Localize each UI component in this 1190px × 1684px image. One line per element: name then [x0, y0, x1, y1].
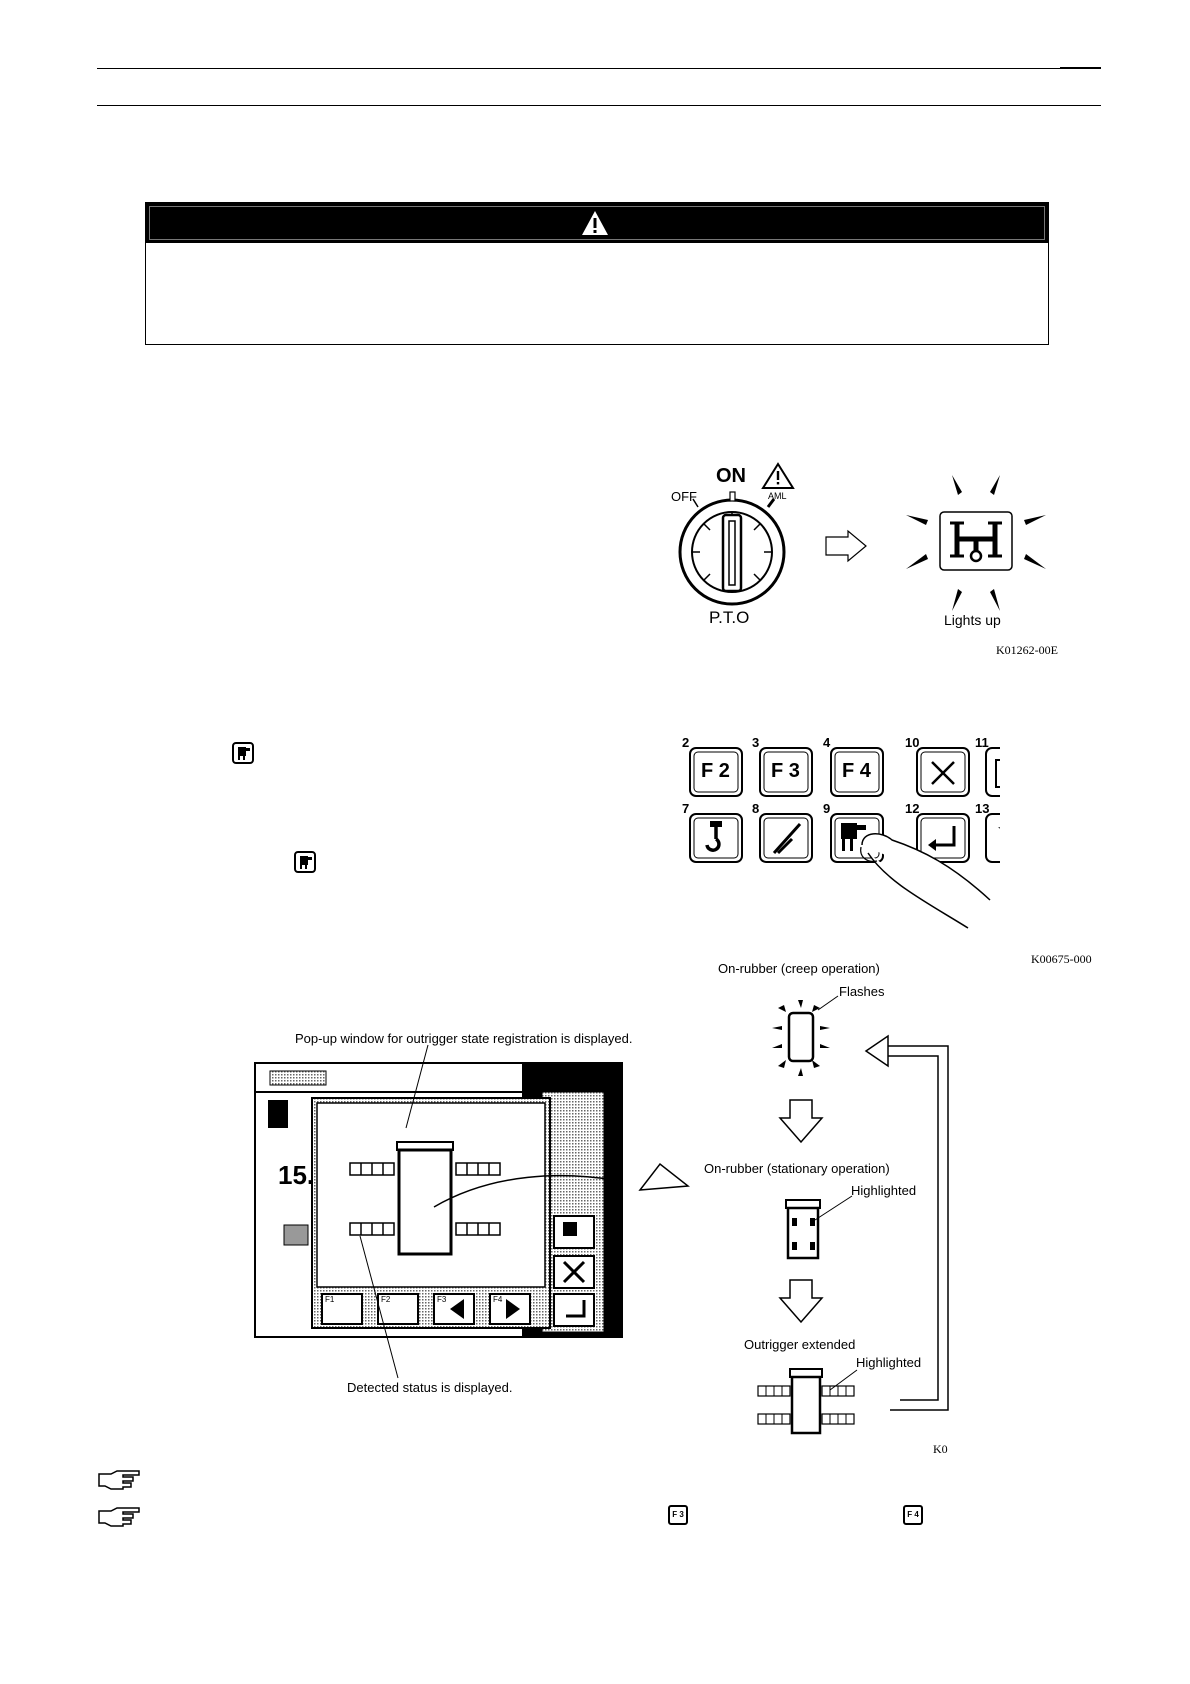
- keypad-figure: F 2 F 3 F 4 2 3 4 10 11 7 8 9 12 13: [680, 735, 1000, 940]
- key-number-10: 10: [905, 735, 920, 750]
- key-f2-label: F 2: [701, 760, 730, 782]
- aml-label: AML: [768, 491, 787, 501]
- fkey-f2: F2: [381, 1295, 391, 1304]
- lights-up-label: Lights up: [944, 612, 1001, 628]
- key-number-13: 13: [975, 801, 990, 816]
- f4-key-label: F 4: [907, 1510, 919, 1519]
- f3-key-label: F 3: [672, 1510, 684, 1519]
- state-extended-title: Outrigger extended: [744, 1337, 856, 1352]
- reference-hand-icon-2: [98, 1507, 140, 1527]
- header-rule-top-thick: [1060, 67, 1101, 69]
- fkey-f1: F1: [325, 1295, 335, 1304]
- key-number-2: 2: [682, 735, 690, 750]
- fkey-f4: F4: [493, 1295, 503, 1304]
- popup-caption: Pop-up window for outrigger state regist…: [295, 1031, 633, 1046]
- figure-code-keypad: K00675-000: [1031, 952, 1092, 966]
- fkey-f3: F3: [437, 1295, 447, 1304]
- outrigger-registration-key-icon-2: [294, 851, 316, 873]
- key-number-4: 4: [823, 735, 831, 750]
- key-number-11: 11: [975, 735, 989, 750]
- key-number-9: 9: [823, 801, 831, 816]
- figure-code-switch: K01262-00E: [996, 643, 1058, 657]
- pto-label: P.T.O: [709, 608, 750, 627]
- key-f3-label: F 3: [771, 760, 800, 782]
- f4-key-icon: F 4: [903, 1505, 923, 1525]
- key-number-3: 3: [752, 735, 760, 750]
- display-screen-illustration: [254, 1062, 623, 1338]
- off-label: OFF: [671, 489, 697, 504]
- state-creep-note: Flashes: [839, 984, 885, 999]
- warning-header-bar: [146, 203, 1048, 243]
- key-number-12: 12: [905, 801, 920, 816]
- figure-code-screen: K0: [933, 1442, 948, 1456]
- display-screen-figure: 15. F1 F2 F3 F4: [254, 1062, 624, 1338]
- warning-triangle-icon: [582, 211, 608, 235]
- detected-caption: Detected status is displayed.: [347, 1380, 513, 1395]
- outrigger-registration-key-icon: [232, 742, 254, 764]
- key-number-8: 8: [752, 801, 760, 816]
- state-stationary-title: On-rubber (stationary operation): [704, 1161, 890, 1176]
- key-number-7: 7: [682, 801, 690, 816]
- pto-switch-illustration: [678, 462, 1046, 611]
- left-value: 15.: [278, 1160, 315, 1190]
- state-stationary-note: Highlighted: [851, 1183, 917, 1198]
- key-f4-label: F 4: [842, 760, 871, 782]
- switch-figure: OFF ON AML P.T.O Lights up: [660, 455, 1060, 665]
- header-rule-top: [97, 68, 1101, 69]
- header-rule-bottom: [97, 105, 1101, 106]
- on-label: ON: [716, 465, 746, 487]
- reference-hand-icon: [98, 1470, 140, 1490]
- state-extended-note: Highlighted: [856, 1355, 922, 1370]
- warning-box: [145, 202, 1049, 345]
- f3-key-icon: F 3: [668, 1505, 688, 1525]
- state-creep-title: On-rubber (creep operation): [718, 961, 880, 976]
- keypad-illustration: [689, 747, 1000, 929]
